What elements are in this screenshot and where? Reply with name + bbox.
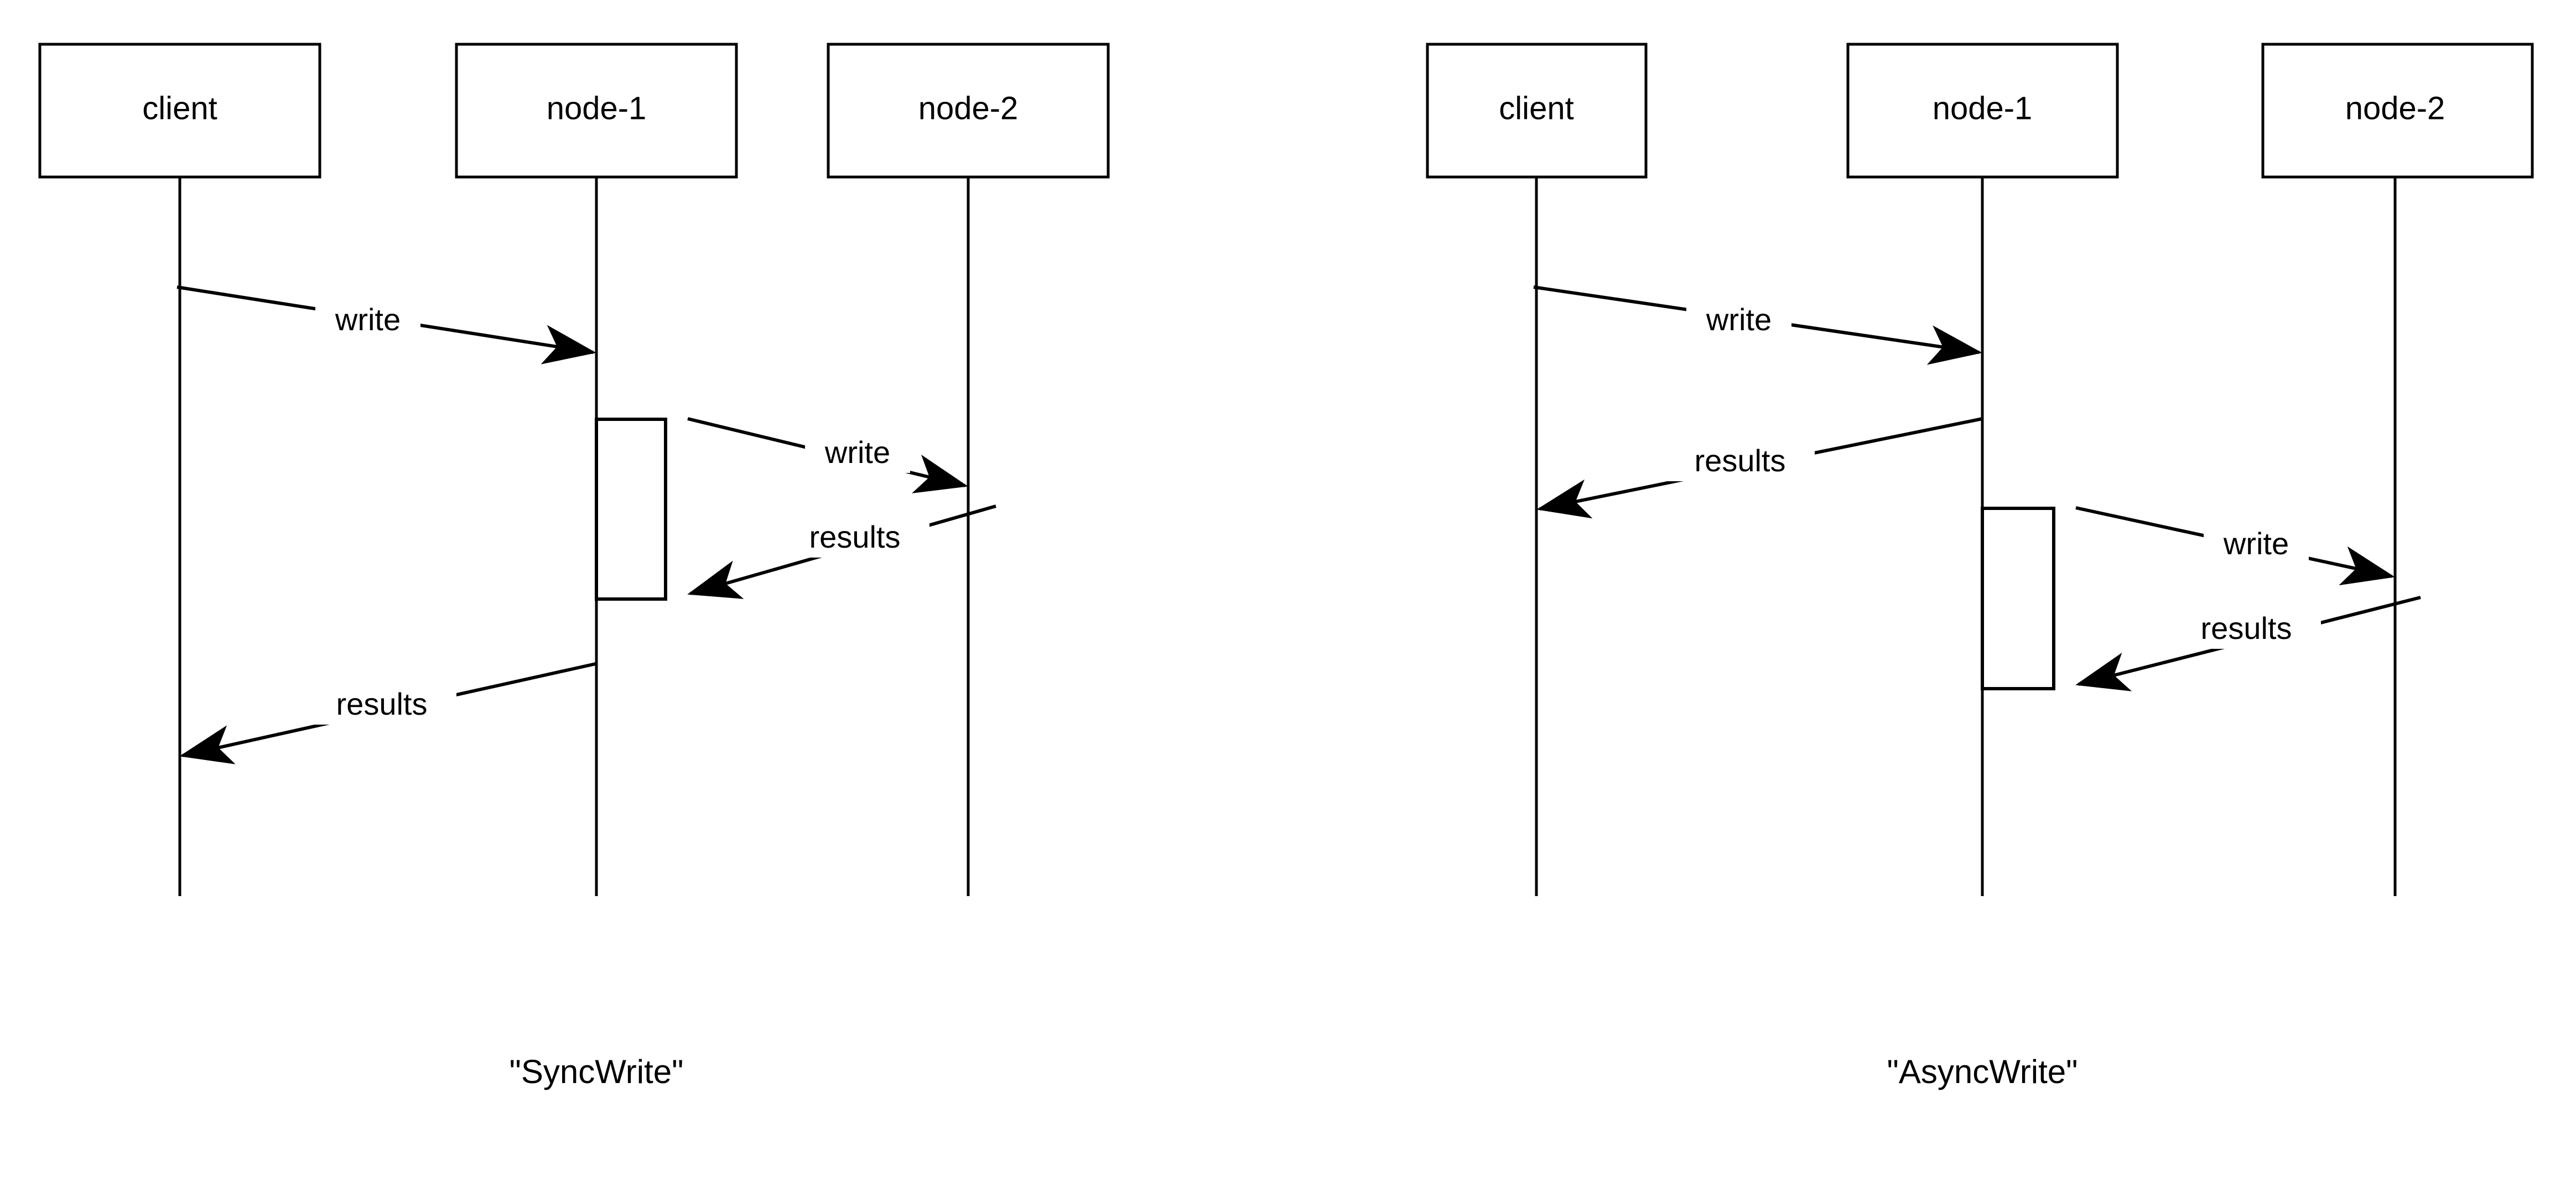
message-label-backdrop	[1686, 301, 1791, 340]
participant-label-node-1: node-1	[1933, 90, 2033, 126]
message-label-results-node2-node1: results	[2201, 611, 2292, 646]
message-label-backdrop	[805, 434, 910, 473]
diagram-caption-async-write: "AsyncWrite"	[1887, 1053, 2078, 1090]
participant-box-node-1[interactable]	[455, 43, 738, 179]
participant-label-client: client	[142, 90, 217, 126]
participant-label-client: client	[1499, 90, 1573, 126]
participant-box-node-2[interactable]	[2261, 43, 2534, 179]
diagram-caption-sync-write: "SyncWrite"	[510, 1053, 684, 1090]
message-label-backdrop	[1665, 443, 1815, 481]
participant-label-node-1: node-1	[547, 90, 647, 126]
message-label-backdrop	[307, 686, 456, 725]
message-label-write-node1-node2: write	[2223, 526, 2289, 561]
message-label-results-node1-client: results	[336, 686, 428, 721]
participant-label-node-2: node-2	[918, 90, 1019, 126]
message-label-results-node2-node1: results	[809, 519, 901, 554]
message-label-backdrop	[315, 301, 420, 340]
participant-box-client[interactable]	[1426, 43, 1648, 179]
message-label-backdrop	[2172, 610, 2321, 649]
activation-bar-node-1	[595, 418, 667, 601]
participant-box-client[interactable]	[38, 43, 321, 179]
participant-box-node-2[interactable]	[827, 43, 1110, 179]
activation-bar-node-1	[1981, 507, 2055, 690]
message-label-write-client-node1: write	[1706, 302, 1772, 337]
message-label-backdrop	[2204, 525, 2309, 564]
participant-box-node-1[interactable]	[1846, 43, 2119, 179]
diagram-sync-write: client node-1 node-2 write write results…	[38, 43, 1110, 1090]
participant-label-node-2: node-2	[2345, 90, 2445, 126]
message-label-backdrop	[780, 519, 929, 558]
message-label-write-node1-node2: write	[824, 435, 890, 470]
message-label-write-client-node1: write	[335, 302, 401, 337]
diagram-async-write: client node-1 node-2 write results write…	[1426, 43, 2534, 1090]
message-label-results-node1-client: results	[1695, 443, 1786, 478]
